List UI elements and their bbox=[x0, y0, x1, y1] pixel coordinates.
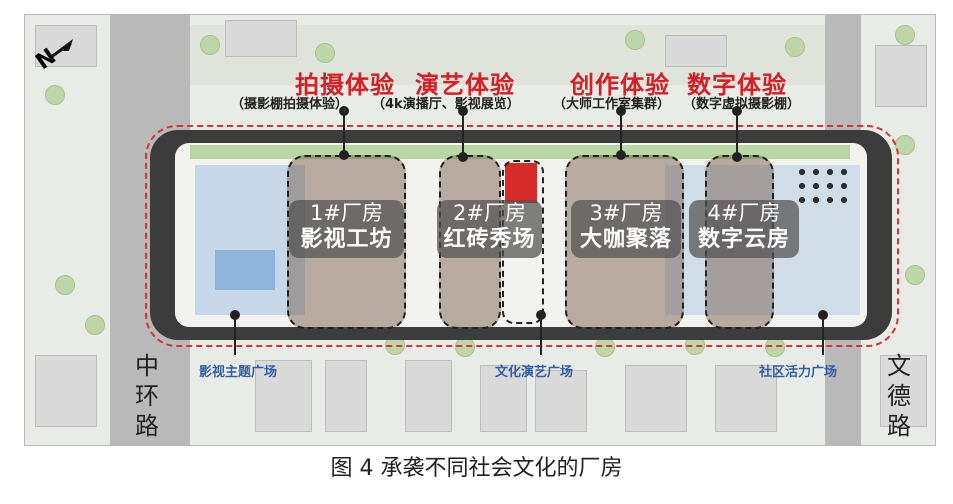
road-name-right-text: 文德路 bbox=[887, 352, 911, 440]
factory-number: 4#厂房 bbox=[707, 201, 781, 225]
background-building bbox=[875, 45, 927, 107]
category-subtitle-creation: （大师工作室集群） bbox=[553, 97, 671, 112]
factory-number: 2#厂房 bbox=[453, 201, 526, 225]
tree bbox=[785, 37, 805, 57]
background-building bbox=[405, 360, 452, 432]
factory-name: 影视工坊 bbox=[300, 227, 393, 252]
background-building bbox=[880, 355, 927, 427]
tree bbox=[85, 315, 105, 335]
tree bbox=[200, 35, 220, 55]
tree-cluster bbox=[795, 165, 850, 205]
tree bbox=[45, 85, 65, 105]
background-building bbox=[535, 370, 587, 432]
background-building bbox=[35, 355, 97, 427]
background-building bbox=[35, 25, 97, 67]
plaza-label-film: 影视主题广场 bbox=[199, 365, 278, 380]
pool bbox=[215, 250, 275, 290]
north-arrow: N bbox=[31, 33, 80, 75]
plaza-label-community: 社区活力广场 bbox=[759, 365, 838, 380]
road-name-left-text: 中环路 bbox=[135, 352, 159, 440]
factory-number: 3#厂房 bbox=[589, 201, 663, 225]
background-building bbox=[715, 365, 777, 432]
category-title-digital: 数字体验 bbox=[687, 71, 787, 99]
factory-2-label: 2#厂房 红砖秀场 bbox=[437, 200, 542, 258]
site-plan-figure: 1#厂房 影视工坊 2#厂房 红砖秀场 3#厂房 大咖聚落 4#厂房 数字云房 … bbox=[24, 14, 936, 446]
leader-lines bbox=[230, 106, 828, 355]
factory-number: 1#厂房 bbox=[310, 201, 383, 225]
factory-4-label: 4#厂房 数字云房 bbox=[689, 200, 799, 258]
plaza-label-culture: 文化演艺广场 bbox=[495, 365, 574, 380]
tree bbox=[905, 265, 925, 285]
category-title-shooting: 拍摄体验 bbox=[295, 71, 395, 99]
north-arrow-icon bbox=[50, 39, 73, 59]
background-building bbox=[325, 360, 367, 432]
category-title-performance: 演艺体验 bbox=[415, 71, 515, 99]
road-name-right: 文德路 bbox=[885, 351, 913, 441]
factory-name: 大咖聚落 bbox=[579, 227, 672, 252]
tree bbox=[895, 25, 915, 45]
factory-1-label: 1#厂房 影视工坊 bbox=[289, 200, 404, 258]
figure-caption: 图 4 承袭不同社会文化的厂房 bbox=[330, 456, 623, 481]
factory-3-label: 3#厂房 大咖聚落 bbox=[571, 200, 681, 258]
category-subtitle-digital: （数字虚拟摄影棚） bbox=[683, 97, 801, 112]
background-building bbox=[255, 360, 312, 432]
background-building bbox=[665, 35, 727, 67]
category-title-creation: 创作体验 bbox=[570, 71, 670, 99]
factory-name: 红砖秀场 bbox=[443, 227, 536, 252]
road-name-left: 中环路 bbox=[133, 351, 161, 441]
background-building bbox=[625, 365, 687, 432]
water-area bbox=[195, 165, 305, 315]
background-building bbox=[480, 365, 527, 432]
factory-name: 数字云房 bbox=[697, 227, 790, 252]
category-subtitle-performance: （4k演播厅、影视展览） bbox=[372, 97, 520, 112]
background-building bbox=[225, 20, 297, 57]
site-boundary-dashed bbox=[145, 125, 899, 347]
tree bbox=[625, 30, 645, 50]
tree bbox=[55, 275, 75, 295]
category-subtitle-shooting: （摄影棚拍摄体验） bbox=[231, 97, 349, 112]
tree bbox=[315, 43, 335, 63]
